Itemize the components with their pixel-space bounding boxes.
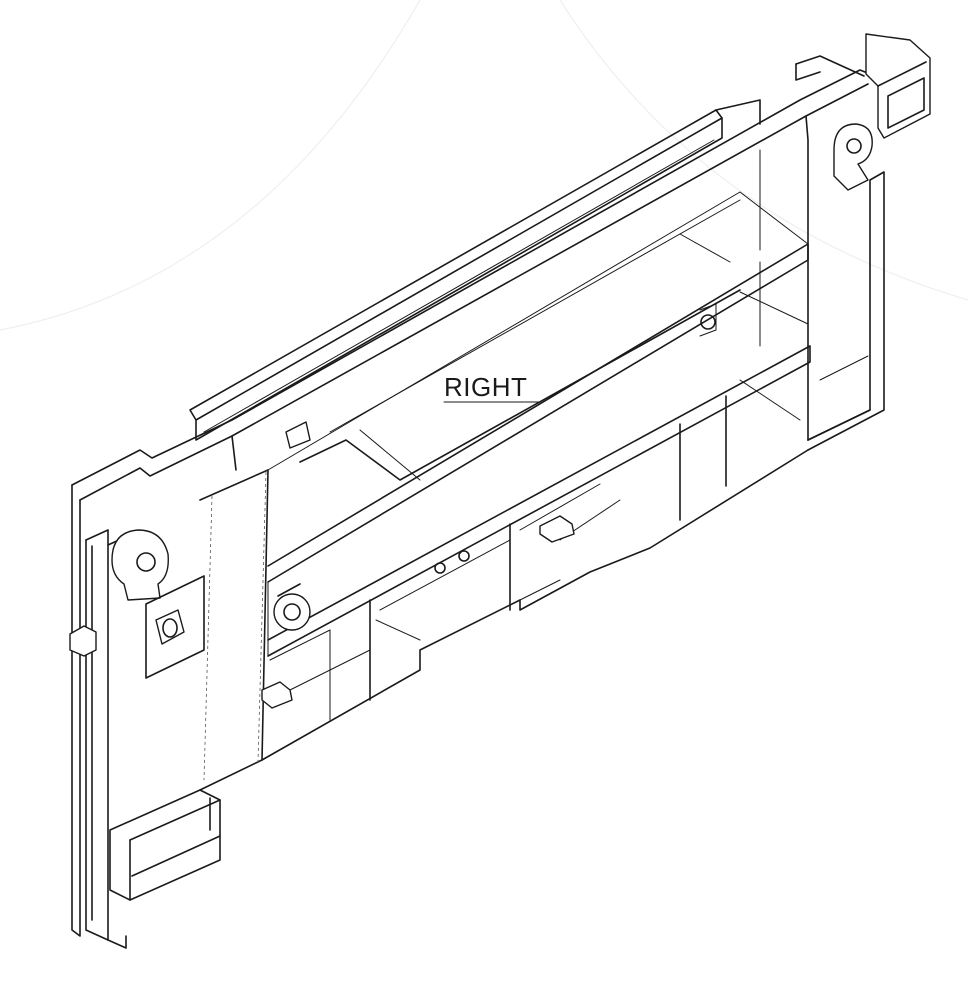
inner-slanted-panel xyxy=(199,469,269,791)
top-right-clip xyxy=(795,33,931,191)
left-end-wall xyxy=(69,484,205,949)
middle-shelf xyxy=(267,261,811,657)
part-orientation-label: RIGHT xyxy=(444,372,528,402)
latches xyxy=(261,421,575,709)
right-lower-extension xyxy=(807,355,871,441)
upper-shelf xyxy=(267,149,809,583)
background-curves xyxy=(0,0,968,331)
pivot-hub xyxy=(273,583,311,631)
lower-compartments xyxy=(261,379,809,761)
lower-left-foot xyxy=(109,789,221,901)
top-rail xyxy=(189,99,761,441)
